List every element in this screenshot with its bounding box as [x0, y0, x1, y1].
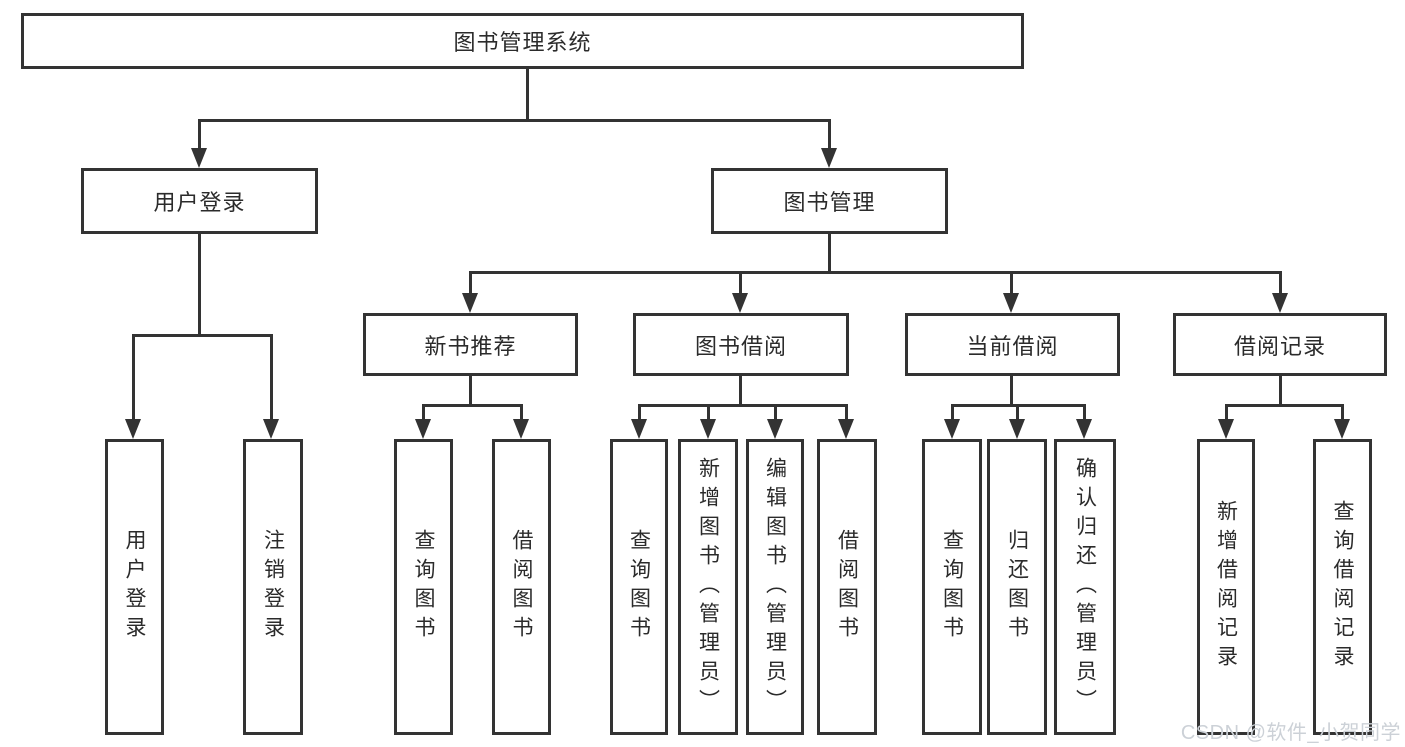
- leaf-query-borrow-record: 查询借阅记录: [1313, 439, 1372, 735]
- leaf-edit-book-admin-label: 编辑图书（管理员）: [763, 456, 787, 718]
- connector-book-management-stem: [828, 234, 831, 274]
- connector-drop: [951, 404, 954, 420]
- arrow-down-icon: [944, 419, 960, 439]
- node-book-borrow-label: 图书借阅: [694, 333, 787, 359]
- connector-user-login-stem: [198, 234, 201, 337]
- leaf-edit-book-admin: 编辑图书（管理员）: [746, 439, 804, 735]
- connector-drop-book-management: [828, 119, 831, 150]
- connector-book-borrow-stem: [739, 376, 742, 407]
- arrow-down-icon: [1218, 419, 1234, 439]
- connector-drop-leaf-logout: [270, 334, 273, 420]
- connector-drop: [845, 404, 848, 420]
- leaf-borrow-query-book: 查询图书: [610, 439, 668, 735]
- arrow-down-icon: [263, 419, 279, 439]
- leaf-current-query-book-label: 查询图书: [940, 529, 964, 645]
- connector-drop: [520, 404, 523, 420]
- arrow-down-icon: [1272, 293, 1288, 313]
- connector-drop: [774, 404, 777, 420]
- connector-drop: [1016, 404, 1019, 420]
- leaf-recommend-query-book-label: 查询图书: [412, 529, 435, 645]
- node-user-login: 用户登录: [81, 168, 318, 234]
- node-new-book-recommend-label: 新书推荐: [424, 333, 517, 359]
- node-book-borrow: 图书借阅: [633, 313, 849, 376]
- arrow-down-icon: [767, 419, 783, 439]
- arrow-down-icon: [125, 419, 141, 439]
- connector-current-borrow-stem: [1010, 376, 1013, 407]
- leaf-borrow-query-book-label: 查询图书: [627, 529, 651, 645]
- connector-drop: [422, 404, 425, 420]
- connector-drop-current-borrow: [1010, 271, 1013, 294]
- connector-drop: [707, 404, 710, 420]
- leaf-return-book: 归还图书: [987, 439, 1047, 735]
- arrow-down-icon: [191, 148, 207, 168]
- node-borrow-records-label: 借阅记录: [1233, 333, 1326, 359]
- arrow-down-icon: [732, 293, 748, 313]
- leaf-recommend-query-book: 查询图书: [394, 439, 453, 735]
- node-new-book-recommend: 新书推荐: [363, 313, 578, 376]
- leaf-add-book-admin: 新增图书（管理员）: [678, 439, 738, 735]
- arrow-down-icon: [631, 419, 647, 439]
- connector-root-stem: [526, 69, 529, 120]
- node-user-login-label: 用户登录: [153, 190, 246, 215]
- arrow-down-icon: [1009, 419, 1025, 439]
- arrow-down-icon: [1076, 419, 1092, 439]
- leaf-borrow-book: 借阅图书: [817, 439, 877, 735]
- leaf-current-query-book: 查询图书: [922, 439, 982, 735]
- connector-drop-borrow-records: [1279, 271, 1282, 294]
- connector-drop-new-book-recommend: [469, 271, 472, 294]
- connector-drop-book-borrow: [739, 271, 742, 294]
- leaf-confirm-return-admin: 确认归还（管理员）: [1054, 439, 1116, 735]
- connector-drop: [638, 404, 641, 420]
- leaf-add-borrow-record: 新增借阅记录: [1197, 439, 1255, 735]
- node-root-label: 图书管理系统: [453, 30, 592, 55]
- node-root-system: 图书管理系统: [21, 13, 1024, 69]
- leaf-add-borrow-record-label: 新增借阅记录: [1214, 500, 1238, 674]
- leaf-recommend-borrow-book: 借阅图书: [492, 439, 551, 735]
- connector-recommend-stem: [469, 376, 472, 407]
- arrow-down-icon: [462, 293, 478, 313]
- arrow-down-icon: [1003, 293, 1019, 313]
- node-book-management-label: 图书管理: [783, 190, 876, 215]
- connector-borrow-records-bar: [1225, 404, 1344, 407]
- arrow-down-icon: [415, 419, 431, 439]
- leaf-add-book-admin-label: 新增图书（管理员）: [696, 456, 720, 718]
- node-current-borrow-label: 当前借阅: [966, 333, 1059, 359]
- arrow-down-icon: [821, 148, 837, 168]
- arrow-down-icon: [1334, 419, 1350, 439]
- arrow-down-icon: [700, 419, 716, 439]
- leaf-user-login: 用户登录: [105, 439, 164, 735]
- connector-user-login-bar: [132, 334, 273, 337]
- arrow-down-icon: [838, 419, 854, 439]
- connector-drop-user-login: [198, 119, 201, 150]
- connector-drop-leaf-user-login: [132, 334, 135, 420]
- connector-borrow-records-stem: [1279, 376, 1282, 407]
- connector-recommend-bar: [422, 404, 523, 407]
- connector-drop: [1341, 404, 1344, 420]
- connector-drop: [1225, 404, 1228, 420]
- leaf-confirm-return-admin-label: 确认归还（管理员）: [1073, 456, 1097, 718]
- leaf-logout: 注销登录: [243, 439, 303, 735]
- leaf-user-login-label: 用户登录: [123, 529, 146, 645]
- connector-level2-bar: [469, 271, 1282, 274]
- watermark: CSDN @软件_小贺同学: [1180, 722, 1401, 744]
- leaf-recommend-borrow-book-label: 借阅图书: [510, 529, 533, 645]
- node-current-borrow: 当前借阅: [905, 313, 1120, 376]
- leaf-borrow-book-label: 借阅图书: [835, 529, 859, 645]
- connector-level1-bar: [198, 119, 831, 122]
- leaf-logout-label: 注销登录: [261, 529, 285, 645]
- node-borrow-records: 借阅记录: [1173, 313, 1387, 376]
- connector-book-borrow-bar: [638, 404, 848, 407]
- connector-drop: [1083, 404, 1086, 420]
- arrow-down-icon: [513, 419, 529, 439]
- node-book-management: 图书管理: [711, 168, 948, 234]
- leaf-return-book-label: 归还图书: [1005, 529, 1029, 645]
- leaf-query-borrow-record-label: 查询借阅记录: [1331, 500, 1354, 674]
